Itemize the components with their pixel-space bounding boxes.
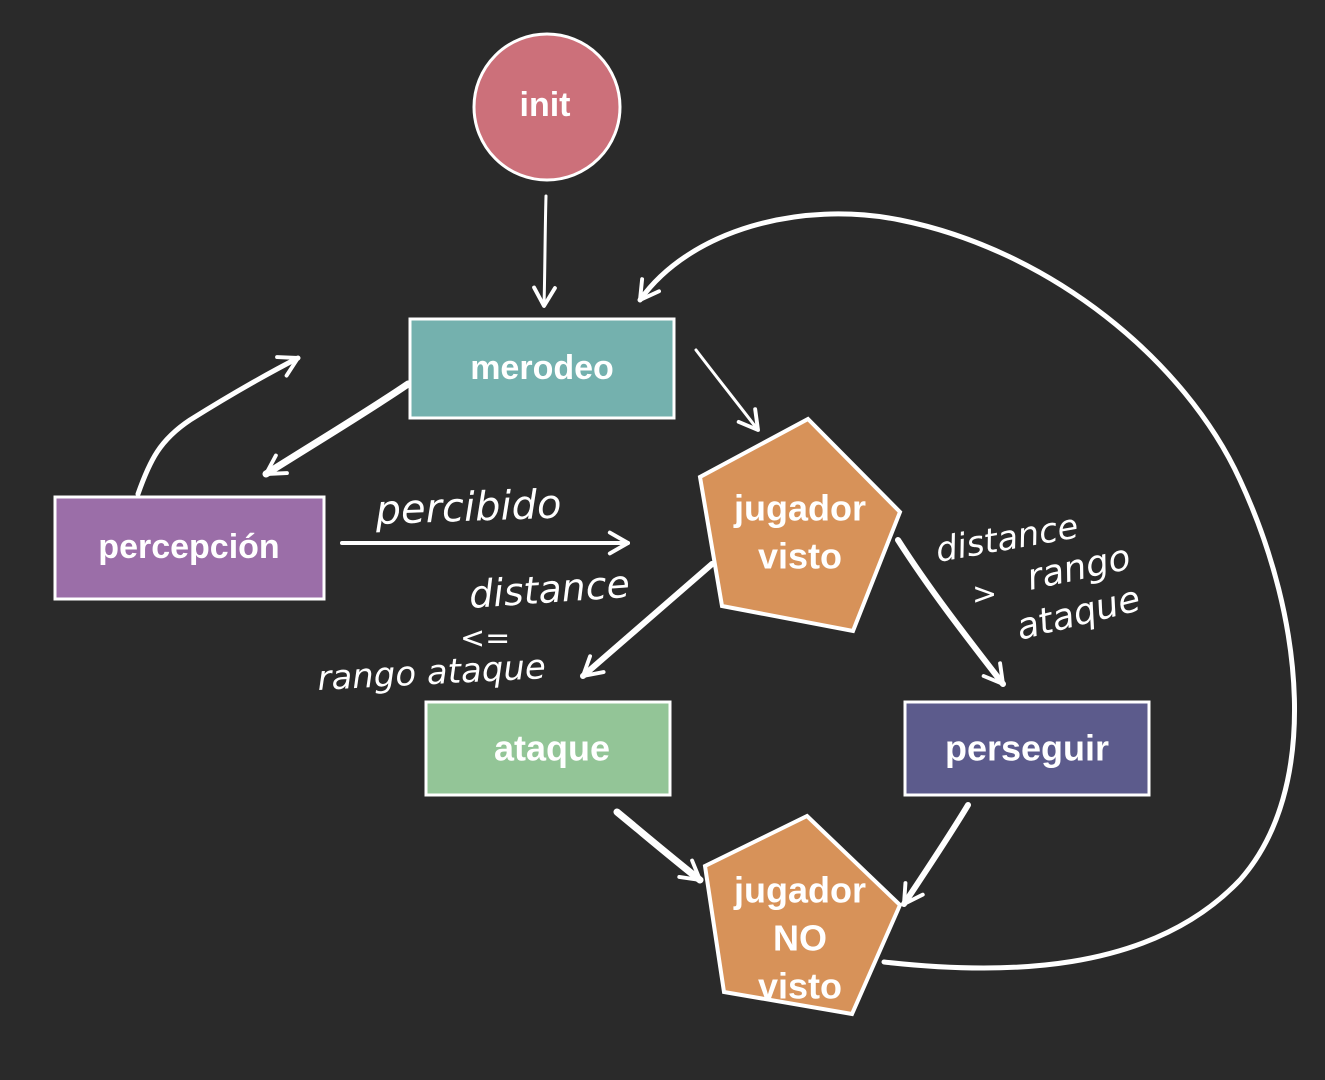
percepcion-box: [53, 495, 326, 601]
edge-jugador-visto-to-perseguir: [895, 537, 1006, 687]
jugador-no-visto-label-line1: jugador: [733, 870, 866, 911]
attack-condition-line3: rango ataque: [316, 647, 546, 699]
ataque-box: [424, 700, 672, 797]
jugador-visto-pentagon: [697, 416, 903, 634]
percepcion-label: percepción: [98, 528, 279, 566]
node-ataque: ataque: [424, 700, 672, 797]
init-circle: [472, 32, 622, 182]
node-jugador-visto: jugador visto: [697, 416, 903, 634]
merodeo-label: merodeo: [470, 349, 614, 387]
jugador-visto-label-line1: jugador: [733, 488, 866, 529]
node-percepcion: percepción: [53, 495, 326, 601]
perseguir-label: perseguir: [945, 728, 1109, 769]
node-merodeo: merodeo: [408, 317, 676, 420]
jugador-no-visto-label-line2: NO: [773, 918, 827, 959]
chase-condition-line2: >: [972, 577, 997, 612]
node-jugador-no-visto: jugador NO visto: [702, 813, 903, 1017]
edge-ataque-to-jugador-no-visto: [613, 808, 704, 884]
node-init: init: [472, 32, 622, 182]
edge-merodeo-to-jugador-visto: [694, 348, 760, 432]
attack-condition-line1: distance: [468, 562, 632, 617]
jugador-no-visto-label-line3: visto: [758, 966, 842, 1007]
edge-jugador-visto-to-ataque: [580, 561, 715, 679]
node-perseguir: perseguir: [903, 700, 1151, 797]
jugador-visto-label-line2: visto: [758, 536, 842, 577]
edge-perseguir-to-jugador-no-visto: [901, 802, 971, 907]
label-percibido: percibido: [374, 482, 562, 534]
edge-jugador-no-visto-to-merodeo: [637, 211, 1297, 971]
merodeo-box: [408, 317, 676, 420]
edge-merodeo-to-percepcion: [262, 380, 412, 478]
jugador-no-visto-pentagon: [702, 813, 903, 1017]
init-label: init: [520, 86, 571, 124]
edge-init-to-merodeo: [532, 194, 557, 308]
ataque-label: ataque: [494, 728, 610, 769]
perseguir-box: [903, 700, 1151, 797]
attack-condition-line2: <=: [460, 621, 510, 656]
label-chase-condition: distance > rango ataque: [933, 506, 1145, 648]
edge-percepcion-to-merodeo: [135, 355, 301, 497]
